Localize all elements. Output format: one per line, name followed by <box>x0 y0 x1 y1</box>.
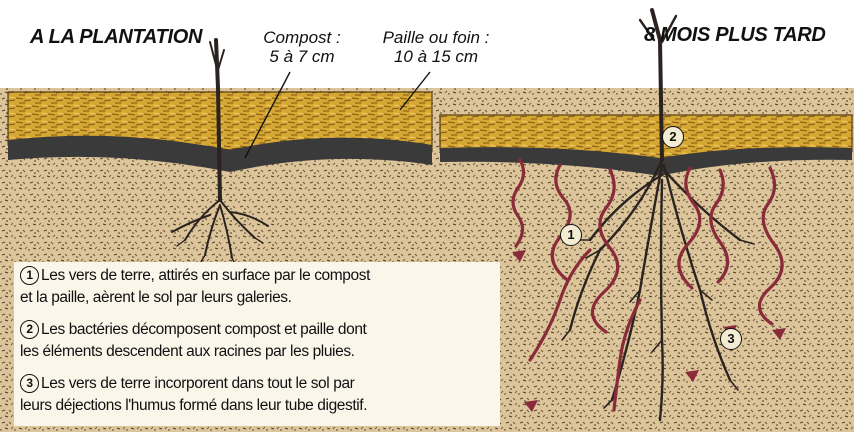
right-heading: 8 MOIS PLUS TARD <box>644 24 826 47</box>
left-heading: A LA PLANTATION <box>30 26 202 49</box>
legend-item-3-line2: leurs déjections l'humus formé dans leur… <box>20 397 367 414</box>
legend-item-2-line1: Les bactéries décomposent compost et pai… <box>41 321 366 338</box>
legend-item-2-cont: les éléments descendent aux racines par … <box>20 342 355 362</box>
marker-3: 3 <box>720 328 742 350</box>
paille-label-line1: Paille ou foin : <box>362 28 510 47</box>
marker-1: 1 <box>560 224 582 246</box>
marker-2: 2 <box>662 126 684 148</box>
legend-number-3: 3 <box>20 374 39 393</box>
paille-label-line2: 10 à 15 cm <box>362 47 510 66</box>
legend-number-1: 1 <box>20 266 39 285</box>
paille-label: Paille ou foin : 10 à 15 cm <box>362 28 510 66</box>
compost-label-line2: 5 à 7 cm <box>244 47 360 66</box>
legend-item-2-line2: les éléments descendent aux racines par … <box>20 343 355 360</box>
legend-number-2: 2 <box>20 320 39 339</box>
legend-item-1-line2: et la paille, aèrent le sol par leurs ga… <box>20 289 292 306</box>
legend-item-1-line1: Les vers de terre, attirés en surface pa… <box>41 267 370 284</box>
compost-label-line1: Compost : <box>244 28 360 47</box>
legend-item-3-line1: Les vers de terre incorporent dans tout … <box>41 375 354 392</box>
compost-label: Compost : 5 à 7 cm <box>244 28 360 66</box>
legend-item-3-cont: leurs déjections l'humus formé dans leur… <box>20 396 367 416</box>
legend-item-1-cont: et la paille, aèrent le sol par leurs ga… <box>20 288 292 308</box>
